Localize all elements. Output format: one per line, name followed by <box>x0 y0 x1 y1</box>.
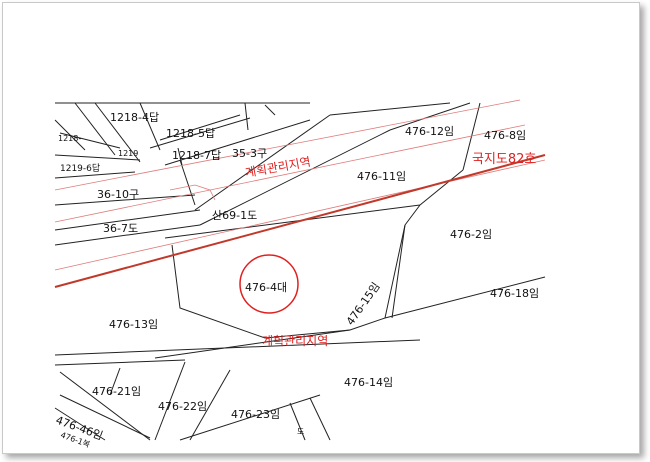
zone-line <box>54 159 546 271</box>
zone-line <box>54 124 526 223</box>
zone-line <box>54 99 521 191</box>
boundary-line <box>194 114 331 211</box>
boundary-line <box>179 394 321 441</box>
boundary-line <box>159 114 241 141</box>
parcel-label: 476-23임 <box>231 408 280 421</box>
boundary-line <box>391 224 406 319</box>
boundary-line <box>54 224 201 246</box>
highlight-circle <box>239 254 299 314</box>
parcel-label: 산69-1도 <box>212 209 257 222</box>
parcel-label: 476-11임 <box>357 170 406 183</box>
boundary-line <box>264 104 276 116</box>
boundary-line <box>289 402 306 441</box>
parcel-label: 1218-4답 <box>110 111 159 124</box>
parcel-label: 1219-6답 <box>60 162 100 174</box>
parcel-label: 476-14임 <box>344 376 393 389</box>
boundary-line <box>389 102 471 131</box>
boundary-line <box>179 159 196 206</box>
parcel-label: 476-18임 <box>490 287 539 300</box>
parcel-boundaries <box>54 102 546 441</box>
boundary-line <box>384 276 546 319</box>
boundary-line <box>329 102 451 116</box>
parcel-label: 476-12임 <box>405 125 454 138</box>
parcel-label: 1218- <box>58 134 81 143</box>
boundary-line <box>59 394 151 439</box>
parcel-label: 36-10구 <box>97 188 139 201</box>
parcel-label: 36-7도 <box>103 222 138 235</box>
boundary-line <box>244 102 249 131</box>
road-label: 국지도82호 <box>472 152 536 167</box>
boundary-line <box>94 102 141 163</box>
boundary-line <box>54 407 106 441</box>
boundary-line <box>139 102 161 151</box>
boundary-line <box>462 102 481 171</box>
parcel-label: 476-2임 <box>450 228 492 241</box>
parcel-label: 35-3구 <box>232 147 267 160</box>
boundary-line <box>154 361 186 441</box>
parcel-label: 476-8임 <box>484 129 526 142</box>
zone-line <box>169 184 216 201</box>
boundary-line <box>54 209 201 231</box>
boundary-line <box>404 204 421 226</box>
boundary-line <box>164 204 421 239</box>
zone-boundaries <box>54 99 546 271</box>
boundary-line <box>199 129 391 226</box>
boundary-line <box>177 147 183 166</box>
road-line-main <box>54 154 546 288</box>
road-line <box>54 154 546 288</box>
parcel-label: 1218-7답 <box>172 149 221 162</box>
boundary-line <box>54 171 136 179</box>
boundary-line <box>74 102 116 156</box>
parcel-label: 476-22임 <box>158 400 207 413</box>
map-frame <box>2 2 640 454</box>
boundary-line <box>54 339 421 356</box>
boundary-line <box>164 119 311 166</box>
boundary-line <box>54 359 186 366</box>
boundary-line <box>54 194 196 206</box>
parcel-label: 1219 <box>118 149 138 158</box>
parcel-label-highlighted[interactable]: 476-4대 <box>245 281 287 294</box>
boundary-line <box>149 117 251 149</box>
zone-label-lower: 계획관리지역 <box>262 334 328 348</box>
boundary-line <box>419 169 464 206</box>
parcel-label: 도 <box>297 427 304 436</box>
boundary-line <box>154 329 351 359</box>
boundary-line <box>54 154 141 161</box>
parcel-476-4-boundary <box>171 224 406 339</box>
parcel-label: 1218-5답 <box>166 127 215 140</box>
boundary-line <box>309 397 331 441</box>
boundary-line <box>59 371 151 441</box>
boundary-line <box>109 367 121 396</box>
parcel-label: 476-21임 <box>92 385 141 398</box>
boundary-line <box>59 132 121 149</box>
parcel-label: 476-13임 <box>109 318 158 331</box>
boundary-line <box>189 369 231 441</box>
